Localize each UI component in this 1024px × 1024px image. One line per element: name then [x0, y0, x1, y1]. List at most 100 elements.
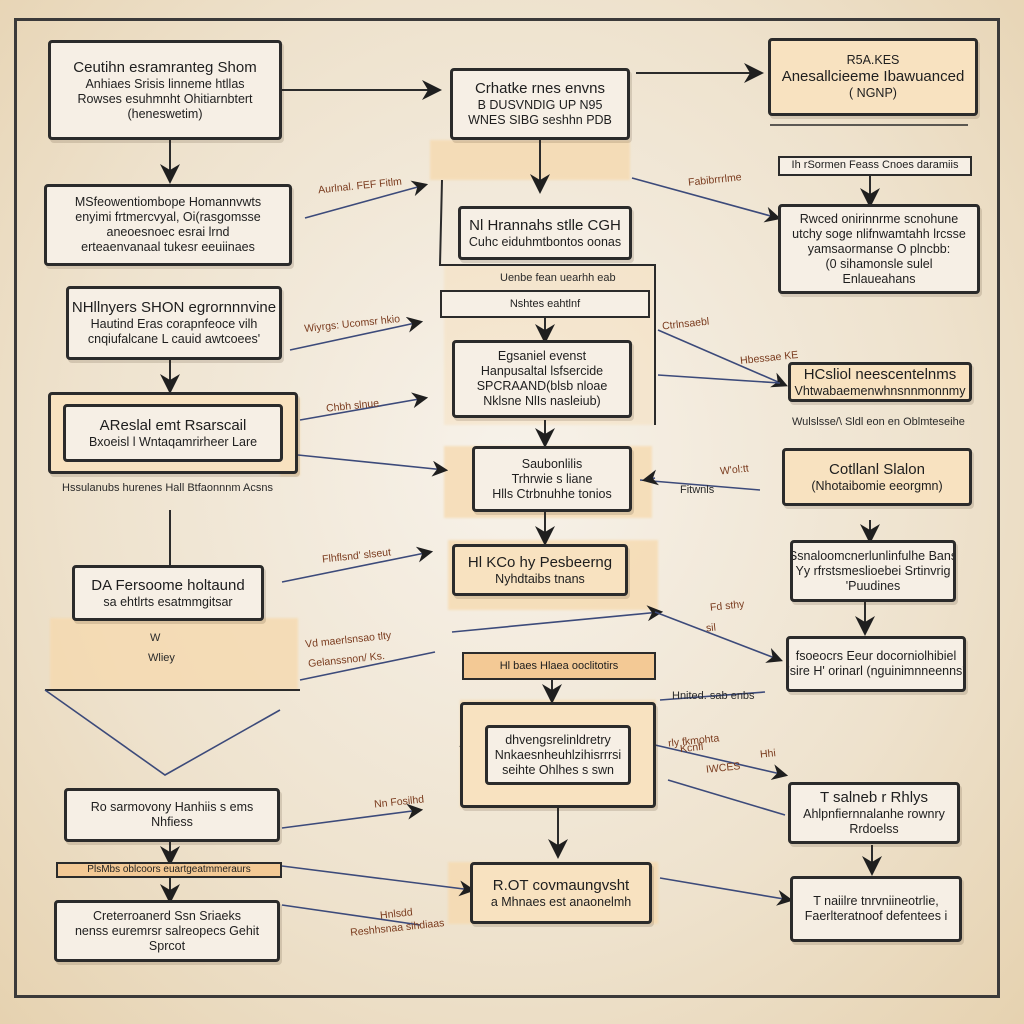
- node-left-5[interactable]: DA Fersoome holtaund sa ehtlrts esatmmgi…: [72, 565, 264, 621]
- caption: Uenbe fean uearhh eab: [500, 272, 616, 284]
- node-text: Enlaueahans: [842, 271, 916, 286]
- node-text: B DUSVNDIG UP N95: [477, 98, 603, 112]
- connector-line: [281, 904, 421, 926]
- connector-arrow: [654, 744, 789, 780]
- node-left-8[interactable]: Creterroanerd Ssn Sriaeks nenss euremrsr…: [54, 900, 280, 962]
- node-right-7[interactable]: T salneb r Rhlys Ahlpnfiernnalanhe rownr…: [788, 782, 960, 844]
- node-text: Nklsne NlIs nasleiub): [483, 394, 601, 408]
- connector-arrow: [281, 546, 434, 583]
- connector-line: [438, 179, 656, 425]
- highlight-patch: [430, 140, 630, 180]
- node-text: Ahlpnfiernnalanhe rownry: [803, 807, 945, 821]
- connector-arrow: [281, 865, 476, 897]
- caption: Wulslsse/\ Sldl eon en Oblmteseihe: [792, 416, 965, 428]
- connector-line: [639, 479, 761, 491]
- node-title: Crhatke rnes envns: [474, 80, 606, 97]
- node-text: Vhtwabaemenwhnsnnmonnmy: [794, 383, 966, 398]
- node-text: SPCRAAND(blsb nloae: [476, 379, 608, 393]
- connector-line: [299, 651, 436, 681]
- connector-arrow: [659, 877, 794, 906]
- node-text: Cuhc eiduhmtbontos oonas: [468, 234, 622, 249]
- node-right-2[interactable]: Rwced onirinnrme scnohune utchy soge nli…: [778, 204, 980, 294]
- node-right-8[interactable]: T naiilre tnrvniineotrlie, Faerlteratnoo…: [790, 876, 962, 942]
- node-text: Faerlteratnoof defentees i: [804, 909, 948, 923]
- node-text: Nnkaesnheuhlzihisrrrsi: [494, 747, 622, 762]
- node-center-6-inner: dhvengsrelinldretry Nnkaesnheuhlzihisrrr…: [485, 725, 631, 785]
- highlight-patch: [50, 618, 298, 690]
- connector-arrow: [304, 180, 429, 219]
- node-left-4[interactable]: AReslal emt Rsarscail Bxoeisl l Wntaqamr…: [48, 392, 298, 474]
- node-text: 'sire H' orinarl (nguinimnneenns': [787, 664, 965, 678]
- caption: Wliey: [148, 652, 175, 664]
- connector-arrow: [451, 605, 664, 633]
- node-text: (heneswetim): [127, 106, 203, 121]
- connector-line: [659, 691, 766, 701]
- node-title: Hl KCo hy Pesbeerng: [467, 553, 613, 571]
- node-center-5[interactable]: Hl KCo hy Pesbeerng Nyhdtaibs tnans: [452, 544, 628, 596]
- node-center-3[interactable]: Egsaniel evenst Hanpusaltal lsfsercide S…: [452, 340, 632, 418]
- node-right-3[interactable]: HCsliol neescentelnms Vhtwabaemenwhnsnnm…: [788, 362, 972, 402]
- node-text: (Nhotaibomie eeorgmn): [811, 478, 943, 493]
- edge-label: Hhi: [759, 747, 777, 761]
- node-top-left[interactable]: Ceutihn esramranteg Shom Anhiaes Srisis …: [48, 40, 282, 140]
- node-text: aneoesnoec esrai lrnd: [106, 225, 230, 239]
- node-text: sa ehtlrts esatmmgitsar: [103, 594, 233, 609]
- node-title: AReslal emt Rsarscail: [99, 416, 247, 434]
- node-center-2[interactable]: Nl Hrannahs stlle CGH Cuhc eiduhmtbontos…: [458, 206, 632, 260]
- node-text: yamsaormanse O plncbb:: [807, 241, 951, 256]
- node-right-5[interactable]: Ssnaloomcnerlunlinfulhe Bans Yy rfrstsme…: [790, 540, 956, 602]
- node-text: Hlls Ctrbnuhhe tonios: [492, 486, 612, 501]
- node-title: DA Fersoome holtaund: [91, 576, 245, 594]
- connector-arrow: [299, 392, 429, 421]
- caption: Hssulanubs hurenes Hall Btfaonnnm Acsns: [62, 482, 273, 494]
- edge-label: sil: [705, 621, 717, 635]
- node-left-3[interactable]: NHllnyers SHON egrornnnvine Hautind Eras…: [66, 286, 282, 360]
- node-title: Saubonlilis: [521, 456, 583, 471]
- node-text: Nyhdtaibs tnans: [495, 571, 585, 586]
- node-text: nenss euremrsr salreopecs Gehit: [74, 923, 260, 938]
- label-bar: PlsMbs oblcoors euartgeatmmeraurs: [56, 862, 282, 878]
- node-title: MSfeowentiombope Homannvwts: [74, 195, 262, 209]
- node-text: Anhiaes Srisis linneme htllas: [85, 76, 245, 91]
- node-text: Sprcot: [148, 938, 186, 953]
- connector-arrow: [289, 316, 424, 351]
- node-title: Ceutihn esramranteg Shom: [73, 58, 257, 76]
- node-title: T naiilre tnrvniineotrlie,: [813, 894, 939, 908]
- node-top-center[interactable]: Crhatke rnes envns B DUSVNDIG UP N95 WNE…: [450, 68, 630, 140]
- caption: W: [150, 632, 161, 644]
- node-right-6[interactable]: fsoeocrs Eeur docorniolhibiel 'sire H' o…: [786, 636, 966, 692]
- node-text: enyimi frtmercvyal, Oi(rasgomsse: [75, 210, 261, 224]
- caption: Hnited. sab enbs: [672, 690, 755, 702]
- label-bar: Ih rSormen Feass Cnoes daramiis: [778, 156, 972, 176]
- node-text: Trhrwie s liane: [511, 471, 593, 486]
- node-text: WNES SIBG seshhn PDB: [468, 113, 612, 127]
- caption: Fitwnls: [680, 484, 715, 496]
- node-center-4[interactable]: Saubonlilis Trhrwie s liane Hlls Ctrbnuh…: [472, 446, 632, 512]
- node-text: Hautind Eras corapnfeoce vilh: [90, 317, 258, 331]
- connector-arrow: [631, 177, 782, 223]
- label-bar: Nshtes eahtlnf: [440, 290, 650, 318]
- node-title: Egsaniel evenst: [497, 349, 587, 363]
- connector-line: [657, 374, 781, 384]
- node-title: Cotllanl Slalon: [829, 460, 925, 478]
- node-title: Ssnaloomcnerlunlinfulhe Bans: [790, 548, 956, 563]
- node-right-4[interactable]: Cotllanl Slalon (Nhotaibomie eeorgmn): [782, 448, 972, 506]
- label-bar: Hl baes Hlaea ooclitotirs: [462, 652, 656, 680]
- node-center-6[interactable]: dhvengsrelinldretry Nnkaesnheuhlzihisrrr…: [460, 702, 656, 808]
- node-text: ( NGNP): [849, 86, 897, 100]
- node-left-7[interactable]: Ro sarmovony Hanhiis s ems Nhfiess: [64, 788, 280, 842]
- node-center-8[interactable]: R.OT covmaungvsht a Mhnaes est anaonelmh: [470, 862, 652, 924]
- node-top-right[interactable]: R5A.KES Anesallcieeme Ibawuanced ( NGNP): [768, 38, 978, 116]
- node-text: a Mhnaes est anaonelmh: [490, 894, 632, 909]
- edge-label: Kcnfl: [679, 740, 704, 756]
- node-text: R5A.KES: [846, 53, 900, 67]
- connector-arrow: [281, 803, 424, 829]
- node-left-4-inner: AReslal emt Rsarscail Bxoeisl l Wntaqamr…: [63, 404, 283, 462]
- node-title: R.OT covmaungvsht: [492, 876, 630, 894]
- node-title: dhvengsrelinldretry: [505, 732, 611, 747]
- node-title: Ro sarmovony Hanhiis s ems: [90, 800, 254, 814]
- node-text: 'Puudines: [845, 578, 901, 593]
- node-text: erteaenvanaal tukesr eeuiinaes: [81, 240, 255, 254]
- node-left-2[interactable]: MSfeowentiombope Homannvwts enyimi frtme…: [44, 184, 292, 266]
- node-text: utchy soge nlifnwamtahh lrcsse: [792, 226, 966, 241]
